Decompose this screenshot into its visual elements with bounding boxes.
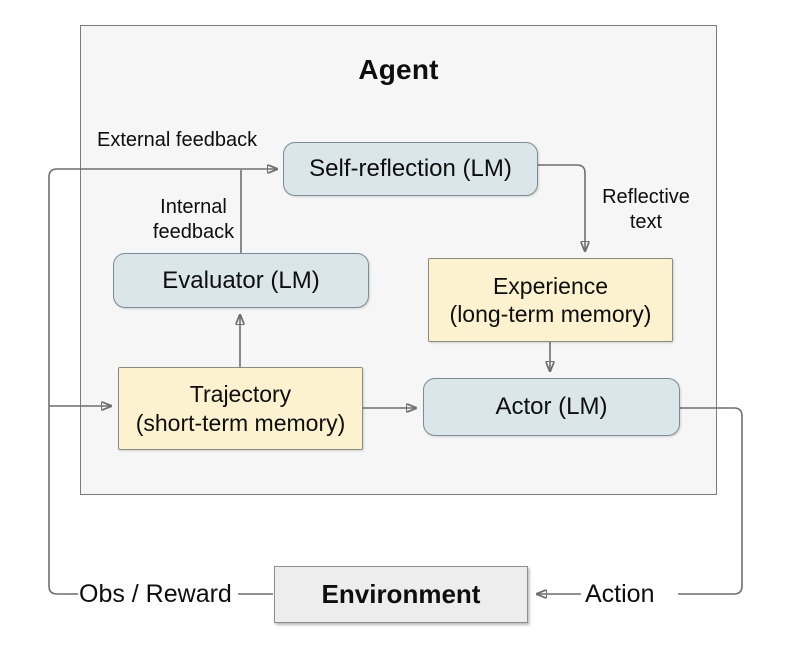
experience-node: Experience (long-term memory) xyxy=(428,258,673,342)
obs-reward-label: Obs / Reward xyxy=(79,580,232,608)
actor-label: Actor (LM) xyxy=(495,393,608,421)
reflective-text-label: Reflective text xyxy=(602,186,690,233)
trajectory-label: Trajectory xyxy=(189,381,292,408)
actor-node: Actor (LM) xyxy=(423,378,680,436)
trajectory-node: Trajectory (short-term memory) xyxy=(118,367,363,450)
environment-label: Environment xyxy=(321,579,481,609)
evaluator-label: Evaluator (LM) xyxy=(162,266,320,294)
trajectory-sublabel: (short-term memory) xyxy=(135,409,346,436)
self-reflection-node: Self-reflection (LM) xyxy=(283,142,538,196)
agent-title: Agent xyxy=(358,54,439,85)
action-label: Action xyxy=(585,580,655,608)
self-reflection-label: Self-reflection (LM) xyxy=(309,155,512,183)
experience-label: Experience xyxy=(492,272,609,299)
internal-feedback-label: Internal feedback xyxy=(152,196,235,243)
evaluator-node: Evaluator (LM) xyxy=(113,253,369,308)
experience-sublabel: (long-term memory) xyxy=(449,301,652,327)
external-feedback-label: External feedback xyxy=(97,129,258,151)
environment-node: Environment xyxy=(274,566,528,623)
